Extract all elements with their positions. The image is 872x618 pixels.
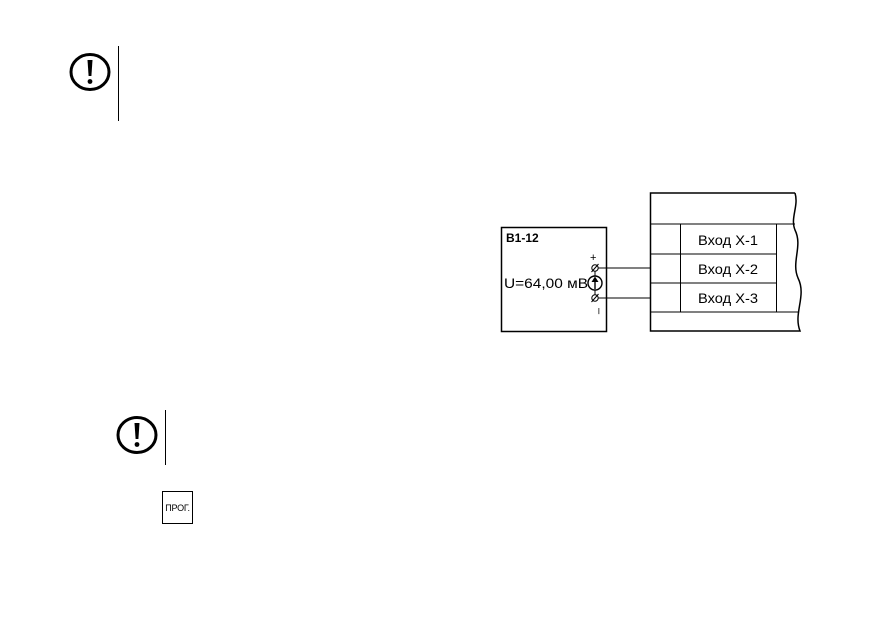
input-label-3: Вход Х-3 [698, 291, 758, 306]
input-label-2: Вход Х-2 [698, 262, 758, 277]
input-label-1: Вход Х-1 [698, 233, 758, 248]
connection-diagram: В1-12 U=64,00 мВ + – Вход Х-1 Вход Х-2 В… [495, 188, 805, 338]
minus-sign: – [593, 308, 605, 315]
note-divider [165, 410, 166, 465]
terminal-plus-icon [591, 263, 599, 273]
voltage-source-icon [587, 275, 603, 291]
exclamation-circle-icon [115, 415, 159, 455]
prog-key-button: ПРОГ. [162, 491, 193, 524]
prog-key-label: ПРОГ. [165, 502, 190, 513]
voltage-label: U=64,00 мВ [504, 276, 588, 291]
note-divider [118, 46, 119, 121]
calibrator-model: В1-12 [506, 231, 539, 245]
terminal-minus-icon [591, 293, 599, 303]
calibrator-box [500, 226, 608, 333]
plus-sign: + [590, 252, 596, 264]
device-outline [649, 192, 802, 332]
input-table [680, 223, 777, 313]
exclamation-circle-icon [68, 52, 112, 92]
